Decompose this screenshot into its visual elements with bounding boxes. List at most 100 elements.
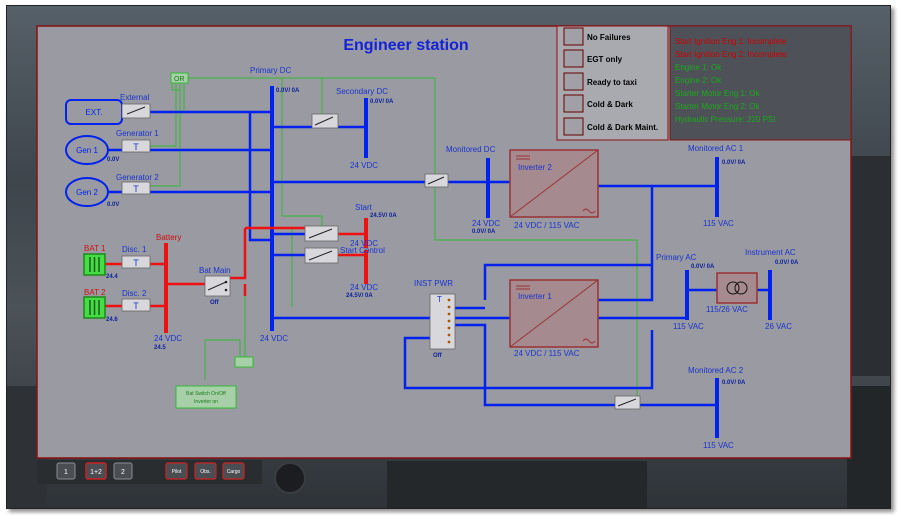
monitored-ac2-switch[interactable]	[614, 395, 641, 410]
seat-button-label: Pilot	[172, 469, 182, 475]
monitored-dc-bus	[486, 158, 490, 218]
status-message-green: Starter Motor Eng 2: Ok	[675, 102, 760, 111]
control-note-line1: Bat Switch On/Off	[186, 391, 226, 397]
external-switch[interactable]	[121, 103, 151, 119]
generator-1[interactable]: Gen 1	[65, 135, 109, 165]
knob-icon	[274, 462, 306, 494]
generator-2-switch-label: Generator 2	[116, 173, 159, 182]
preset-ready-to-taxi[interactable]: Ready to taxi	[563, 72, 637, 91]
generator-1-switch-label: Generator 1	[116, 129, 159, 138]
switch-t-label: T	[133, 258, 139, 268]
monitored-ac2-bus	[715, 378, 719, 438]
instrument-ac-voltage: 26 VAC	[765, 322, 792, 331]
view-button-1[interactable]: 1	[56, 462, 76, 480]
inverter-2-label: Inverter 2	[518, 163, 552, 172]
start-control-voltage: 24 VDC	[350, 283, 378, 292]
primary-ac-reading: 0.0V/ 0A	[691, 264, 715, 270]
status-message-red: Start Ignition Eng 2: Incomplete	[675, 50, 787, 59]
switch-t-label: T	[133, 301, 139, 311]
monitored-ac2-reading: 0.0V/ 0A	[722, 380, 746, 386]
control-note-box	[175, 385, 237, 409]
inverter-1[interactable]	[509, 279, 599, 348]
primary-ac-voltage: 115 VAC	[673, 322, 704, 331]
start-control-label: Start Control	[340, 246, 385, 255]
battery-1-voltage: 24.4	[106, 274, 118, 280]
battery-1[interactable]	[83, 253, 106, 276]
external-switch-label: External	[120, 93, 150, 102]
switch-t-label: T	[133, 184, 139, 194]
generator-1-voltage: 0.0V	[107, 157, 119, 163]
view-button-label: 1	[64, 469, 68, 476]
transformer[interactable]	[716, 272, 758, 304]
instrument-ac-bus	[768, 270, 772, 320]
seat-button-cargo[interactable]: Cargo	[222, 462, 245, 480]
battery-2[interactable]	[83, 296, 106, 319]
or-gate	[170, 72, 189, 84]
monitored-ac1-label: Monitored AC 1	[688, 144, 744, 153]
view-button-2[interactable]: 2	[113, 462, 133, 480]
preset-egt-only[interactable]: EGT only	[563, 49, 623, 68]
monitored-dc-switch[interactable]	[424, 173, 449, 188]
battery-1-label: BAT 1	[84, 244, 106, 253]
start-control-reading: 24.5V/ 0A	[346, 293, 373, 299]
transformer-spec: 115/26 VAC	[706, 305, 748, 314]
monitored-dc-voltage: 24 VDC	[472, 219, 500, 228]
status-message-red: Start Ignition Eng 1: Incomplete	[675, 37, 787, 46]
inverter-1-spec: 24 VDC / 115 VAC	[514, 349, 580, 358]
status-message-green: Engine 2: Ok	[675, 76, 722, 85]
inverter-1-label: Inverter 1	[518, 292, 552, 301]
instrument-ac-label: Instrument AC	[745, 248, 796, 257]
secondary-dc-bus	[364, 98, 368, 158]
battery-bus-reading: 24.5	[154, 345, 166, 351]
generator-2-label: Gen 2	[76, 188, 98, 197]
switch-t-label: T	[133, 142, 139, 152]
monitored-ac1-voltage: 115 VAC	[703, 219, 734, 228]
message-panel	[669, 25, 852, 141]
preset-cold-dark[interactable]: Cold & Dark	[563, 94, 633, 113]
inst-pwr-state: Off	[433, 353, 443, 359]
battery-2-label: BAT 2	[84, 288, 106, 297]
primary-dc-voltage: 24 VDC	[260, 334, 288, 343]
disc-2-switch[interactable]: T	[121, 298, 151, 312]
monitored-dc-reading: 0.0V/ 0A	[472, 229, 496, 235]
seat-button-obs[interactable]: Obs.	[194, 462, 217, 480]
inst-pwr-switch[interactable]: T	[429, 293, 456, 350]
seat-button-pilot[interactable]: Pilot	[165, 462, 188, 480]
preset-cold-dark-maint[interactable]: Cold & Dark Maint.	[563, 117, 658, 136]
inverter-2[interactable]	[509, 149, 599, 218]
primary-dc-bus	[270, 86, 274, 331]
inverter-2-spec: 24 VDC / 115 VAC	[514, 221, 580, 230]
bat-main-label: Bat Main	[199, 266, 231, 275]
start-control-switch[interactable]	[304, 247, 339, 264]
primary-dc-label: Primary DC	[250, 66, 292, 75]
generator-1-switch[interactable]: T	[121, 139, 151, 153]
preset-no-failures[interactable]: No Failures	[563, 27, 631, 46]
start-label: Start	[355, 203, 373, 212]
seat-button-label: Cargo	[227, 469, 241, 475]
instrument-ac-reading: 0.0V/ 0A	[775, 260, 799, 266]
preset-label: No Failures	[587, 33, 631, 42]
generator-1-label: Gen 1	[76, 146, 98, 155]
secondary-dc-switch[interactable]	[311, 113, 339, 129]
start-reading: 24.5V/ 0A	[370, 213, 397, 219]
monitored-ac1-reading: 0.0V/ 0A	[722, 160, 746, 166]
view-button-label: 1+2	[90, 469, 102, 476]
disc-2-label: Disc. 2	[122, 289, 147, 298]
switch-t-label: T	[437, 295, 442, 304]
disc-1-switch[interactable]: T	[121, 255, 151, 269]
generator-2-switch[interactable]: T	[121, 181, 151, 195]
inst-pwr-label: INST PWR	[414, 279, 453, 288]
bat-main-switch[interactable]	[204, 275, 231, 297]
page-title: Engineer station	[343, 37, 468, 54]
battery-wiring	[105, 226, 365, 308]
secondary-dc-reading: 0.0V/ 0A	[370, 99, 394, 105]
generator-2[interactable]: Gen 2	[65, 177, 109, 207]
preset-label: Cold & Dark Maint.	[587, 123, 658, 132]
battery-bus-label: Battery	[156, 233, 181, 242]
start-relay-switch[interactable]	[304, 225, 339, 242]
start-bus	[364, 218, 368, 248]
view-button-1-2[interactable]: 1+2	[85, 462, 107, 480]
start-voltage: 24 VDC	[350, 239, 378, 248]
bat-main-state: Off	[210, 300, 220, 306]
